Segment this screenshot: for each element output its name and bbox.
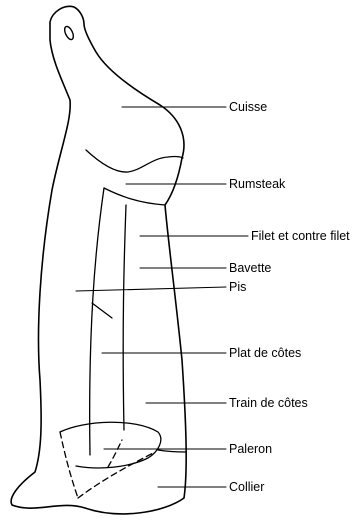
cuisse-rumsteak-boundary bbox=[86, 150, 183, 172]
label-bavette: Bavette bbox=[229, 261, 271, 275]
label-pis: Pis bbox=[229, 280, 246, 294]
label-train-de-cotes: Train de côtes bbox=[229, 396, 308, 410]
pis-diagonal bbox=[92, 303, 112, 318]
label-paleron: Paleron bbox=[229, 442, 272, 456]
dashed-line-1 bbox=[60, 432, 78, 498]
dashed-line-2 bbox=[78, 452, 155, 498]
pis-boundary-line bbox=[90, 188, 104, 455]
rumsteak-lower-boundary bbox=[104, 188, 165, 205]
filet-boundary-line bbox=[123, 205, 126, 430]
label-filet: Filet et contre filet bbox=[251, 229, 350, 243]
label-cuisse: Cuisse bbox=[229, 100, 267, 114]
dashed-line-3 bbox=[108, 440, 122, 467]
carcass-outline bbox=[11, 6, 186, 513]
paleron-outline bbox=[60, 422, 161, 468]
hook-hole bbox=[63, 25, 75, 41]
label-plat-de-cotes: Plat de côtes bbox=[229, 346, 301, 360]
paleron-collier-boundary bbox=[158, 450, 186, 452]
label-collier: Collier bbox=[229, 480, 264, 494]
leader-pis bbox=[76, 287, 226, 291]
label-rumsteak: Rumsteak bbox=[229, 177, 286, 191]
